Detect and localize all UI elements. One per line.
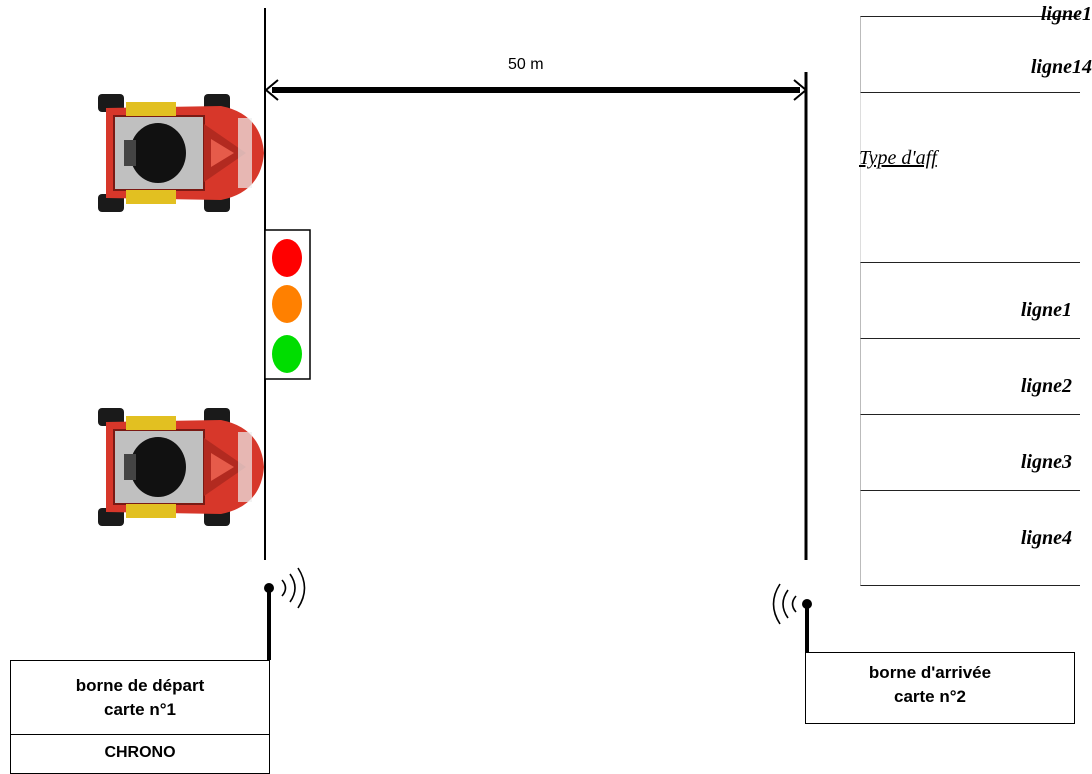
- kart-bottom: [97, 407, 265, 527]
- panel-row-label: ligne4: [1020, 527, 1072, 549]
- start-terminal-card: carte n°1: [103, 700, 176, 719]
- start-terminal-box: borne de départ carte n°1: [10, 660, 270, 735]
- panel-row: ligne4: [860, 490, 1080, 586]
- panel-row-label: ligne3: [1020, 451, 1072, 473]
- panel-row-type: ligne14 Type d'aff: [859, 56, 1092, 262]
- panel-row-label: ligne1: [1040, 3, 1092, 25]
- finish-terminal-title: borne d'arrivée: [868, 663, 992, 682]
- start-signal-icon: [281, 567, 306, 609]
- orange-light: [272, 285, 302, 323]
- arrow-head-left: [264, 79, 279, 101]
- distance-label: 50 m: [508, 56, 544, 73]
- panel-type-label: Type d'aff: [859, 147, 937, 169]
- finish-terminal-card: carte n°2: [893, 687, 966, 706]
- chrono-label: CHRONO: [104, 744, 176, 761]
- panel-row: ligne2: [860, 338, 1080, 414]
- start-terminal-title: borne de départ: [75, 676, 205, 695]
- finish-terminal-box: borne d'arrivée carte n°2: [805, 652, 1075, 724]
- right-panel: ligne1 ligne14 Type d'aff ligne1 ligne2 …: [859, 0, 1092, 586]
- green-light: [272, 335, 302, 373]
- panel-row: ligne3: [860, 414, 1080, 490]
- panel-row-label: ligne2: [1020, 375, 1072, 397]
- panel-row-top1: ligne1: [860, 3, 1092, 92]
- arrow-head-right: [793, 79, 808, 101]
- chrono-box: CHRONO: [10, 734, 270, 774]
- finish-signal-icon: [772, 583, 797, 625]
- panel-row-label: ligne1: [1020, 299, 1072, 321]
- red-light: [272, 239, 302, 277]
- panel-row: ligne1: [860, 262, 1080, 338]
- panel-row-label: ligne14: [1030, 56, 1092, 78]
- kart-top: [97, 93, 265, 213]
- track-diagram: [97, 8, 812, 660]
